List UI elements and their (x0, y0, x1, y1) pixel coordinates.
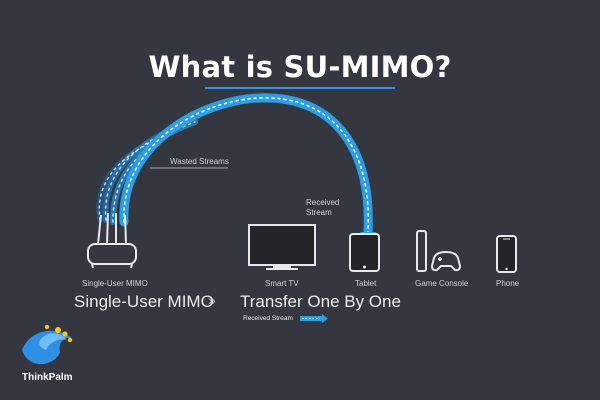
bottom-right-caption: Transfer One By One (240, 292, 401, 311)
router-label: Single-User MIMO (82, 279, 148, 288)
thinkpalm-logo-icon (22, 324, 73, 365)
title-highlight: SU-MIMO? (283, 50, 452, 84)
page-title: What is SU-MIMO? (0, 50, 600, 84)
bottom-left-caption: Single-User MIMO (74, 292, 214, 311)
chevron-separator: » (208, 292, 216, 308)
legend-stream-swatch (300, 314, 328, 323)
smart-tv-icon (248, 224, 316, 270)
game-console-label: Game Console (415, 279, 469, 288)
smart-tv-label: Smart TV (265, 279, 299, 288)
received-stream-label-line1: Received (306, 198, 340, 207)
title-underline (205, 87, 395, 89)
tablet-icon (349, 233, 380, 272)
router-icon (87, 212, 137, 269)
game-console-icon (416, 230, 462, 272)
tablet-label: Tablet (355, 279, 377, 288)
phone-label: Phone (496, 279, 520, 288)
wasted-streams (96, 119, 198, 225)
brand-name: ThinkPalm (22, 372, 73, 383)
phone-icon (496, 235, 517, 273)
wasted-streams-label: Wasted Streams (170, 157, 229, 166)
received-stream-legend: Received Stream (243, 315, 293, 322)
received-stream-arc (119, 93, 373, 237)
received-stream-label-line2: Stream (306, 208, 332, 217)
title-prefix: What is (148, 50, 284, 84)
